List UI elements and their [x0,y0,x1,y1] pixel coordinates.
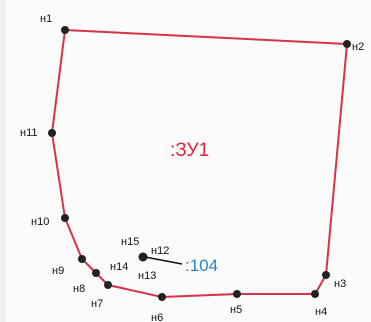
vertex-point [48,129,56,137]
vertex-point [78,255,86,263]
adjacent-parcel-label: :104 [185,256,218,275]
vertex-label: н11 [20,127,38,139]
boundary-points [48,26,351,301]
vertex-label: н13 [138,270,156,282]
vertex-label: н2 [352,41,364,53]
vertex-label: н8 [73,283,85,295]
vertex-point [343,40,351,48]
vertex-label: н15 [121,236,139,248]
inner-feature-point [138,252,148,262]
vertex-label: н14 [110,261,128,273]
vertex-point [92,269,100,277]
vertex-label: н7 [91,298,103,310]
vertex-label: н5 [230,304,242,316]
vertex-labels: н1 н2 н3 н4 н5 н6 н7 н8 н9 н10 н11 н12 н13 н14 н15 [20,13,364,322]
vertex-point [61,26,69,34]
parcel-boundary [51,29,348,298]
vertex-label: н10 [31,216,49,228]
vertex-point [311,290,319,298]
vertex-point [322,271,330,279]
vertex-label: н6 [151,312,163,322]
inner-feature-line [144,256,183,265]
vertex-label: н1 [40,13,52,25]
scan-edge [0,0,6,322]
vertex-label: н9 [52,265,64,277]
vertex-label: н3 [334,278,346,290]
vertex-label: н12 [151,245,169,257]
vertex-point [158,293,166,301]
vertex-point [61,214,69,222]
vertex-label: н4 [315,306,327,318]
vertex-point [233,290,241,298]
vertex-point [104,281,112,289]
parcel-label: :ЗУ1 [170,140,209,161]
